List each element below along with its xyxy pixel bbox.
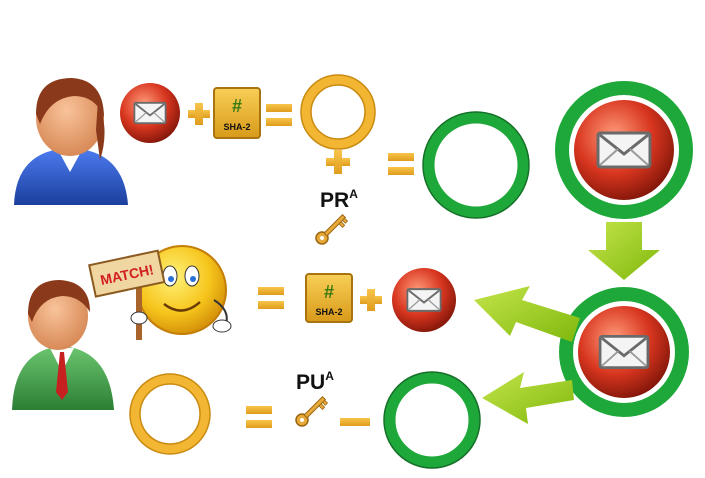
signed-message-top-icon <box>555 81 693 219</box>
equals-sign <box>246 406 272 428</box>
hash-algo-label: SHA-2 <box>223 122 250 132</box>
hash-algo-label: SHA-2 <box>315 307 342 317</box>
plus-sign <box>326 150 350 174</box>
private-key-label: PRA <box>320 187 358 212</box>
sender-person-icon <box>14 78 128 205</box>
receiver-hash-digest-ring <box>129 373 211 455</box>
received-signature-ring <box>383 371 481 469</box>
down-arrow <box>588 222 660 280</box>
receiver-message-envelope-icon <box>391 267 457 333</box>
receiver-hash-box-icon: # SHA-2 <box>305 273 353 323</box>
public-key-icon <box>295 395 329 427</box>
sender-hash-digest-ring <box>300 74 376 150</box>
equals-sign <box>388 153 414 175</box>
hash-symbol: # <box>324 282 334 302</box>
plus-sign <box>188 103 210 125</box>
signature-ring <box>422 111 530 219</box>
receiver-person-icon <box>12 280 114 410</box>
public-key-label: PUA <box>296 369 334 394</box>
sender-hash-box-icon: # SHA-2 <box>213 87 261 139</box>
arrow-to-signature <box>482 372 574 424</box>
sender-message-envelope-icon <box>119 82 181 144</box>
minus-sign <box>340 418 370 426</box>
plus-sign <box>360 289 382 311</box>
hash-symbol: # <box>232 96 242 116</box>
signed-message-bottom-icon <box>559 287 689 417</box>
equals-sign <box>258 287 284 309</box>
equals-sign <box>266 104 292 126</box>
match-sign: MATCH! <box>88 249 166 340</box>
private-key-icon <box>315 213 349 245</box>
arrow-to-message <box>474 286 580 342</box>
